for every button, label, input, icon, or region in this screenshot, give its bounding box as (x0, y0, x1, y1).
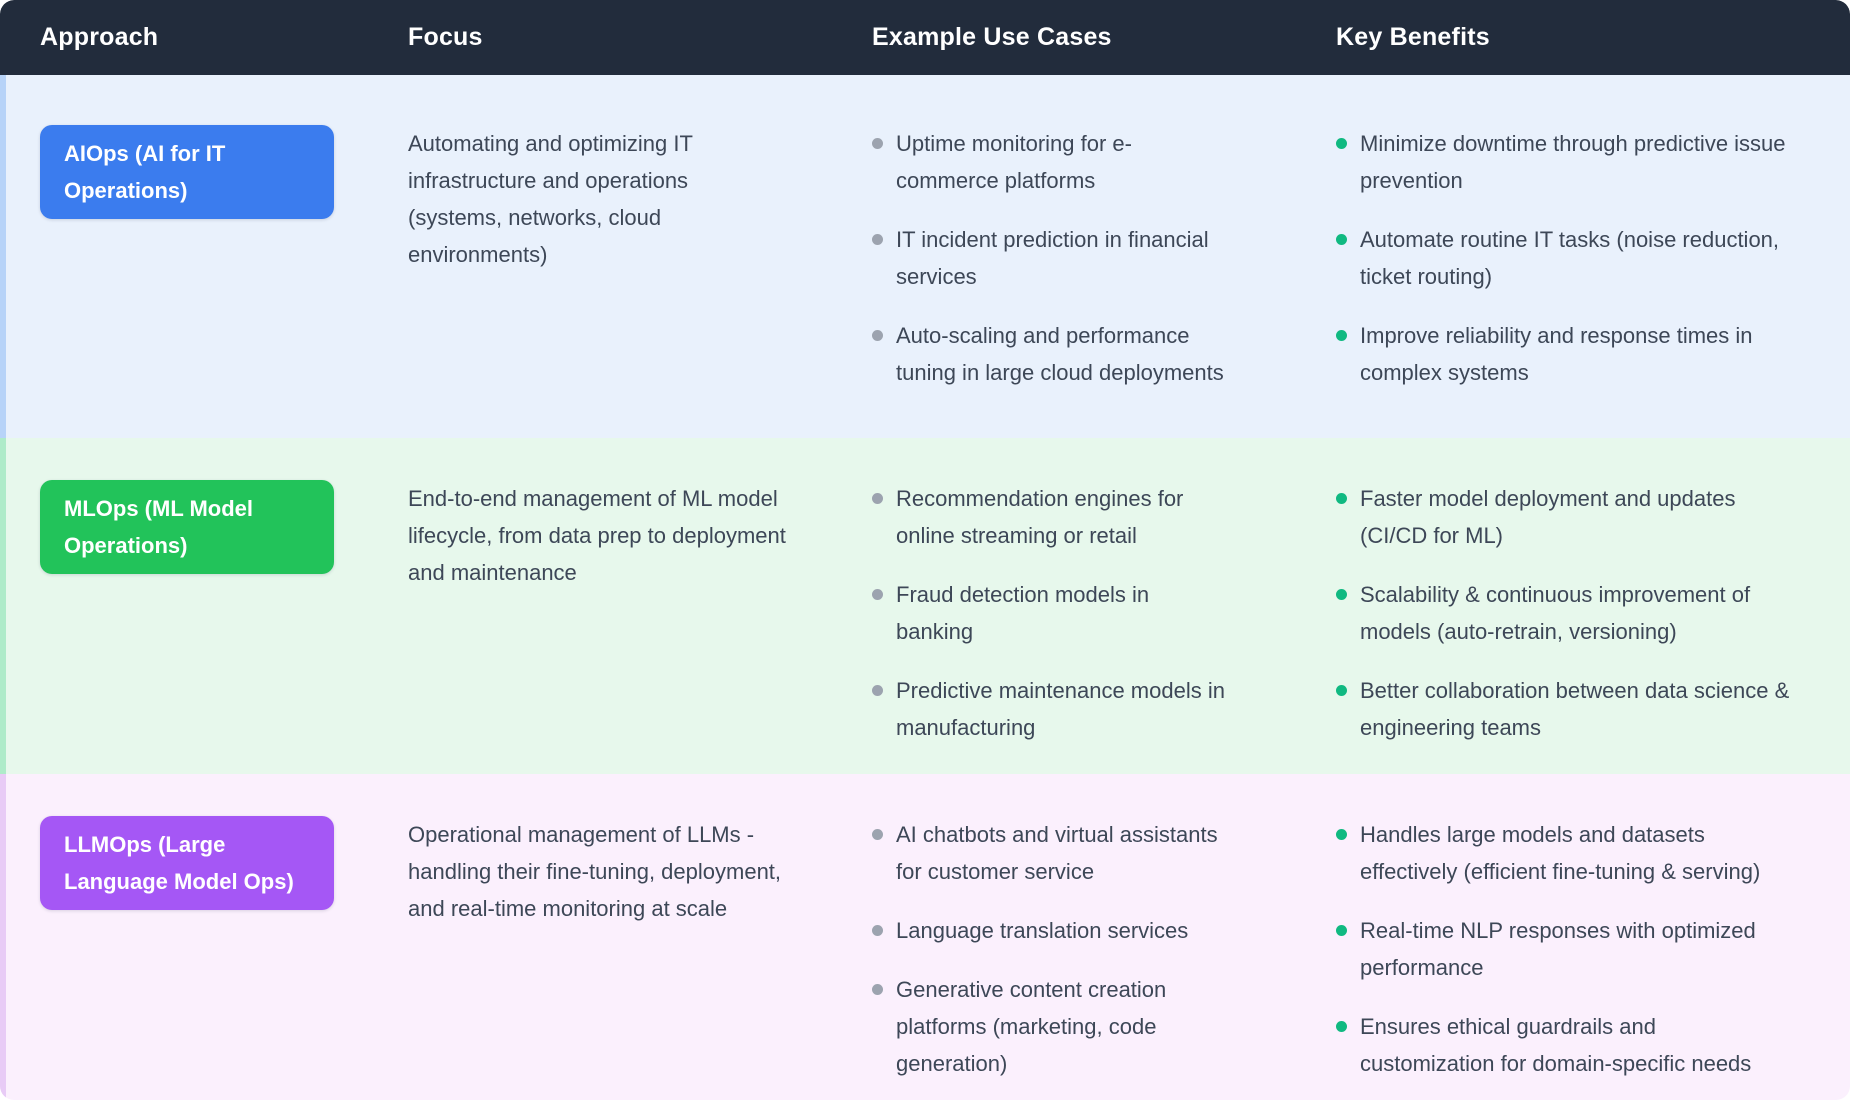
column-header-benefits: Key Benefits (1336, 23, 1490, 51)
approach-badge: MLOps (ML Model Operations) (40, 480, 334, 574)
use-case-text: Recommendation engines for online stream… (896, 486, 1184, 548)
benefit-bullet-icon (1336, 925, 1347, 936)
column-header-focus: Focus (408, 23, 483, 51)
benefit-list: Handles large models and datasets effect… (1336, 816, 1850, 1082)
bullet-icon (872, 589, 883, 600)
approach-cell: AIOps (AI for IT Operations) (0, 75, 390, 438)
benefit-list: Minimize downtime through predictive iss… (1336, 125, 1850, 391)
benefit-text: Handles large models and datasets effect… (1360, 822, 1761, 884)
use-case-text: Predictive maintenance models in manufac… (896, 678, 1225, 740)
list-item: Generative content creation platforms (m… (872, 971, 1320, 1082)
benefit-list: Faster model deployment and updates (CI/… (1336, 480, 1850, 746)
list-item: Fraud detection models in banking (872, 576, 1320, 650)
focus-text: End-to-end management of ML model lifecy… (408, 486, 786, 585)
benefit-bullet-icon (1336, 493, 1347, 504)
bullet-icon (872, 138, 883, 149)
column-header-approach: Approach (40, 23, 159, 51)
benefit-text: Minimize downtime through predictive iss… (1360, 131, 1786, 193)
benefit-text: Real-time NLP responses with optimized p… (1360, 918, 1756, 980)
benefit-text: Ensures ethical guardrails and customiza… (1360, 1014, 1752, 1076)
table-row-llmops: LLMOps (Large Language Model Ops) Operat… (0, 774, 1850, 1100)
approach-cell: LLMOps (Large Language Model Ops) (0, 774, 390, 1100)
bullet-icon (872, 493, 883, 504)
benefits-cell: Handles large models and datasets effect… (1320, 774, 1850, 1100)
list-item: Better collaboration between data scienc… (1336, 672, 1850, 746)
benefit-text: Scalability & continuous improvement of … (1360, 582, 1751, 644)
benefit-bullet-icon (1336, 685, 1347, 696)
list-item: Real-time NLP responses with optimized p… (1336, 912, 1850, 986)
approach-badge: AIOps (AI for IT Operations) (40, 125, 334, 219)
bullet-icon (872, 234, 883, 245)
focus-cell: Operational management of LLMs - handlin… (390, 774, 850, 1100)
use-case-text: Uptime monitoring for e-commerce platfor… (896, 131, 1132, 193)
list-item: Improve reliability and response times i… (1336, 317, 1850, 391)
benefit-text: Better collaboration between data scienc… (1360, 678, 1790, 740)
bullet-icon (872, 685, 883, 696)
benefit-text: Automate routine IT tasks (noise reducti… (1360, 227, 1780, 289)
benefit-bullet-icon (1336, 138, 1347, 149)
benefits-cell: Minimize downtime through predictive iss… (1320, 75, 1850, 438)
focus-text: Operational management of LLMs - handlin… (408, 822, 782, 921)
use-cases-cell: Recommendation engines for online stream… (850, 438, 1320, 774)
use-case-text: Generative content creation platforms (m… (896, 977, 1167, 1076)
bullet-icon (872, 925, 883, 936)
list-item: Ensures ethical guardrails and customiza… (1336, 1008, 1850, 1082)
list-item: Automate routine IT tasks (noise reducti… (1336, 221, 1850, 295)
table-header-row: Approach Focus Example Use Cases Key Ben… (0, 0, 1850, 75)
list-item: AI chatbots and virtual assistants for c… (872, 816, 1320, 890)
bullet-icon (872, 984, 883, 995)
approach-badge: LLMOps (Large Language Model Ops) (40, 816, 334, 910)
use-case-text: Fraud detection models in banking (896, 582, 1150, 644)
use-case-list: AI chatbots and virtual assistants for c… (872, 816, 1320, 1082)
table-row-mlops: MLOps (ML Model Operations) End-to-end m… (0, 438, 1850, 774)
list-item: Minimize downtime through predictive iss… (1336, 125, 1850, 199)
benefit-bullet-icon (1336, 330, 1347, 341)
use-case-text: Language translation services (896, 918, 1189, 943)
list-item: Uptime monitoring for e-commerce platfor… (872, 125, 1320, 199)
use-case-list: Recommendation engines for online stream… (872, 480, 1320, 746)
list-item: Auto-scaling and performance tuning in l… (872, 317, 1320, 391)
list-item: Faster model deployment and updates (CI/… (1336, 480, 1850, 554)
use-case-text: Auto-scaling and performance tuning in l… (896, 323, 1224, 385)
list-item: Language translation services (872, 912, 1320, 949)
focus-text: Automating and optimizing IT infrastruct… (408, 131, 693, 267)
list-item: Recommendation engines for online stream… (872, 480, 1320, 554)
use-case-list: Uptime monitoring for e-commerce platfor… (872, 125, 1320, 391)
column-header-use-cases: Example Use Cases (872, 23, 1112, 51)
benefits-cell: Faster model deployment and updates (CI/… (1320, 438, 1850, 774)
table-row-aiops: AIOps (AI for IT Operations) Automating … (0, 75, 1850, 438)
bullet-icon (872, 330, 883, 341)
focus-cell: Automating and optimizing IT infrastruct… (390, 75, 850, 438)
benefit-bullet-icon (1336, 589, 1347, 600)
list-item: IT incident prediction in financial serv… (872, 221, 1320, 295)
use-cases-cell: Uptime monitoring for e-commerce platfor… (850, 75, 1320, 438)
benefit-bullet-icon (1336, 234, 1347, 245)
list-item: Handles large models and datasets effect… (1336, 816, 1850, 890)
benefit-bullet-icon (1336, 829, 1347, 840)
use-case-text: AI chatbots and virtual assistants for c… (896, 822, 1218, 884)
focus-cell: End-to-end management of ML model lifecy… (390, 438, 850, 774)
benefit-bullet-icon (1336, 1021, 1347, 1032)
bullet-icon (872, 829, 883, 840)
benefit-text: Faster model deployment and updates (CI/… (1360, 486, 1736, 548)
approach-cell: MLOps (ML Model Operations) (0, 438, 390, 774)
use-case-text: IT incident prediction in financial serv… (896, 227, 1209, 289)
list-item: Predictive maintenance models in manufac… (872, 672, 1320, 746)
use-cases-cell: AI chatbots and virtual assistants for c… (850, 774, 1320, 1100)
list-item: Scalability & continuous improvement of … (1336, 576, 1850, 650)
benefit-text: Improve reliability and response times i… (1360, 323, 1753, 385)
